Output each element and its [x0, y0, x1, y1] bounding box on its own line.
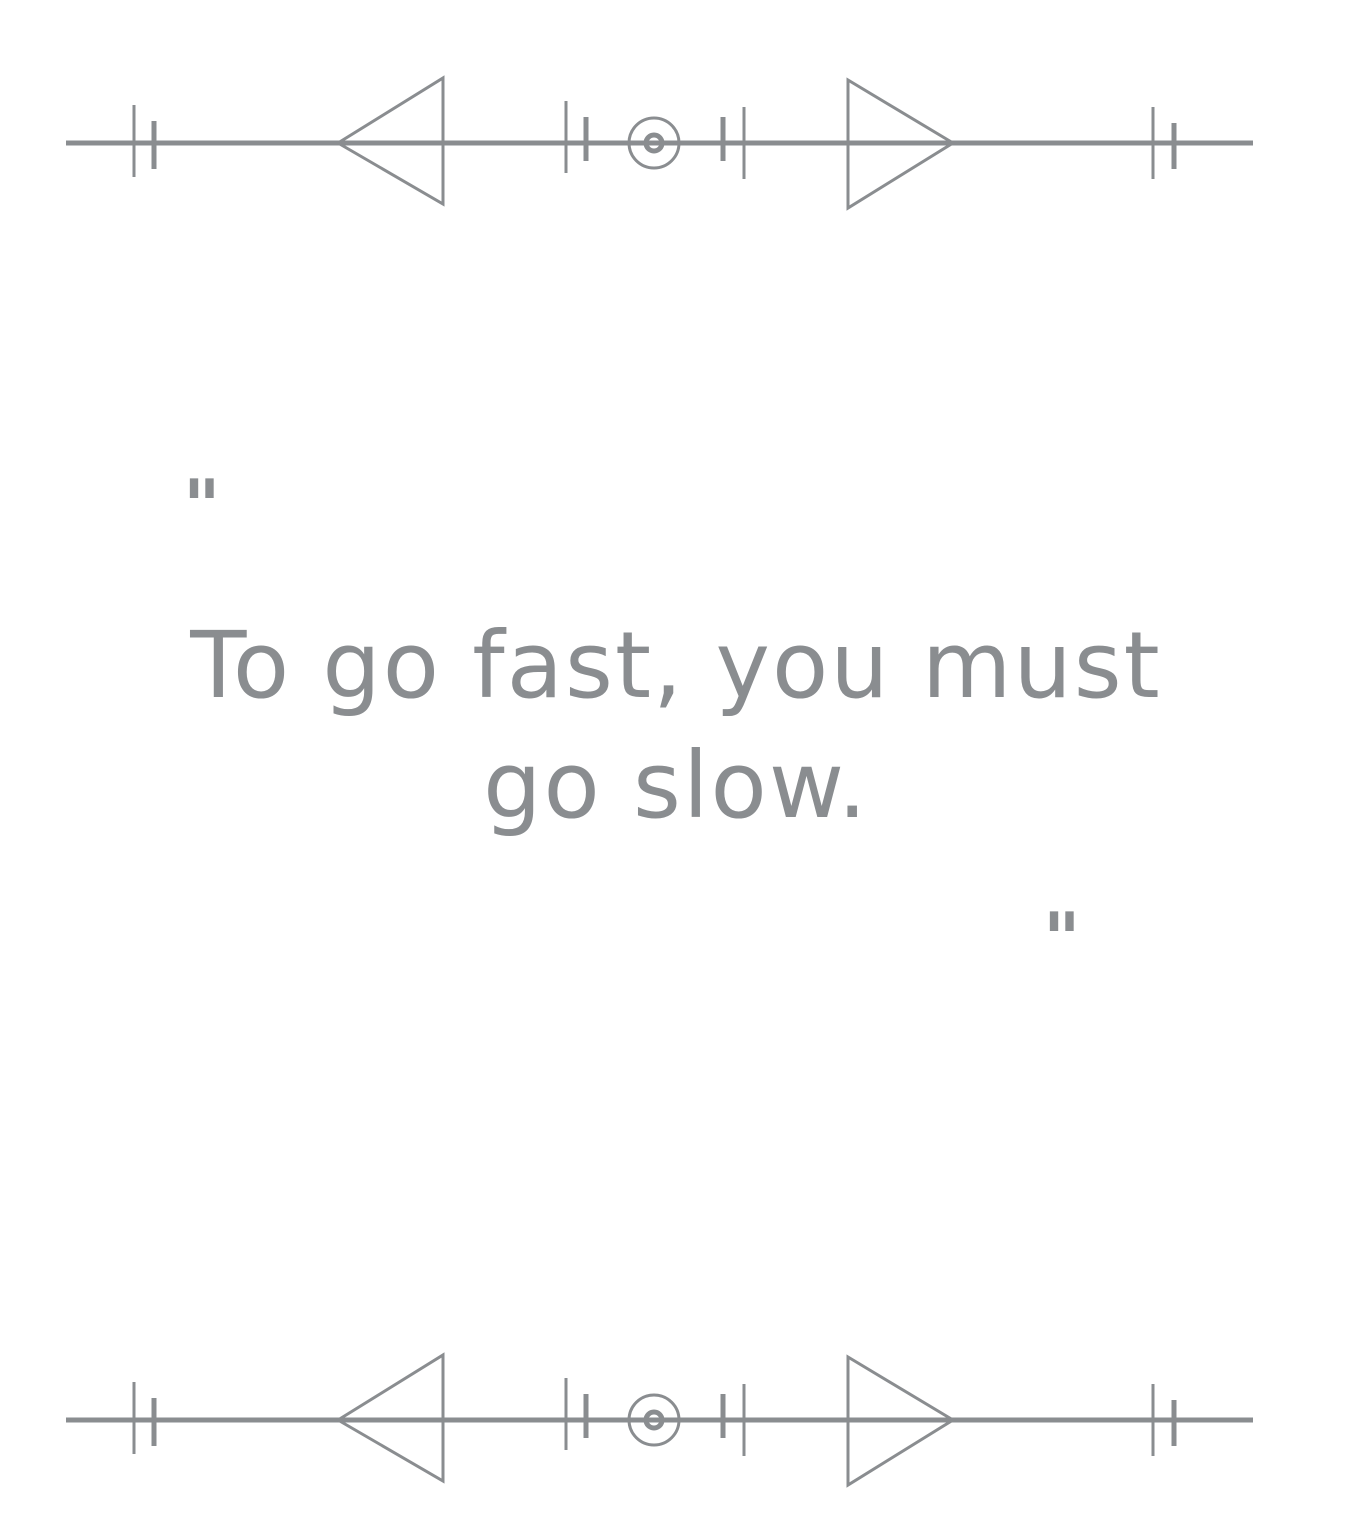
left-triangle-icon: [335, 75, 445, 207]
close-quote-mark: ": [1043, 897, 1081, 981]
target-circle-icon: [627, 116, 681, 170]
top-ornament-divider: [0, 63, 1352, 223]
left-triangle-icon: [335, 1352, 445, 1484]
right-triangle-icon: [846, 77, 956, 211]
quote-line-2: go slow.: [483, 732, 869, 839]
quote-text: To go fast, you must go slow.: [176, 606, 1176, 846]
bottom-ornament-divider: [0, 1340, 1352, 1500]
right-triangle-icon: [846, 1354, 956, 1488]
open-quote-mark: ": [183, 464, 221, 548]
target-circle-icon: [627, 1393, 681, 1447]
quote-line-1: To go fast, you must: [190, 612, 1162, 719]
